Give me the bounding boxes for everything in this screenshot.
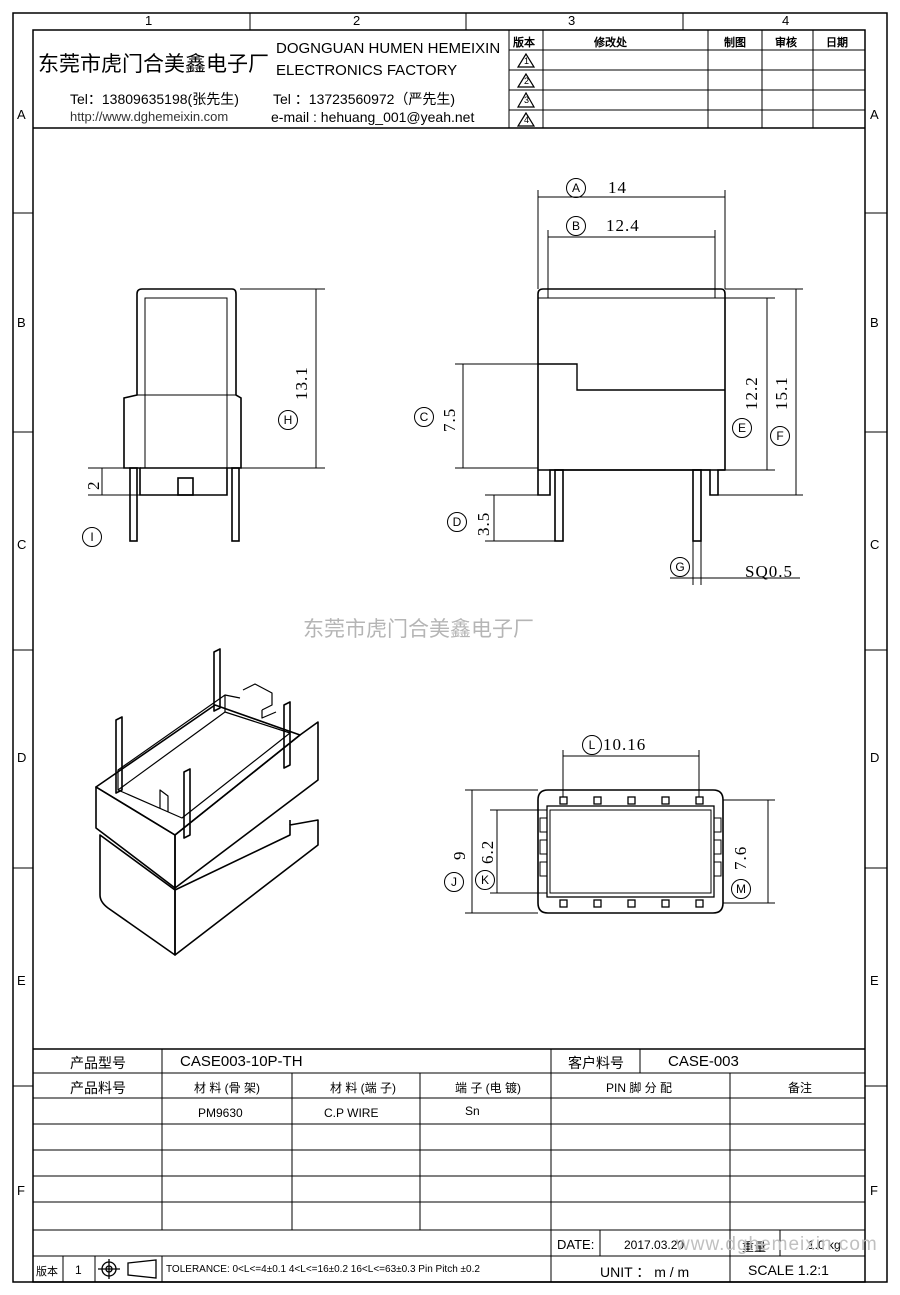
product-model-label: 产品型号 [70, 1055, 126, 1071]
version-value: 1 [75, 1263, 82, 1277]
dim-label-l: L [582, 735, 602, 755]
zone-row-c-left: C [17, 537, 27, 552]
zone-row-f-left: F [17, 1183, 25, 1198]
col-remarks: 备注 [788, 1081, 813, 1095]
revision-marker-1: 1 [523, 56, 529, 66]
dim-value-h: 13.1 [292, 366, 311, 400]
tolerance-text: TOLERANCE: 0<L<=4±0.1 4<L<=16±0.2 16<L<=… [166, 1264, 480, 1275]
dim-value-k: 6.2 [478, 839, 497, 864]
contact-tel-1: Tel：13809635198(张先生) [70, 91, 239, 107]
dim-value-i: 2 [84, 480, 103, 491]
dim-label-d: D [447, 512, 467, 532]
zone-row-f-right: F [870, 1183, 878, 1198]
company-name-cn: 东莞市虎门合美鑫电子厂 [38, 52, 269, 76]
version-label: 版本 [36, 1266, 58, 1278]
contact-email[interactable]: e-mail : hehuang_001@yeah.net [271, 109, 475, 125]
rev-header-version: 版本 [513, 37, 535, 49]
unit-text: UNIT ： m / m [600, 1264, 690, 1280]
dim-label-m: M [731, 879, 751, 899]
material-pin-value: C.P WIRE [324, 1106, 379, 1120]
zone-row-e-right: E [870, 973, 879, 988]
revision-marker-4: 4 [523, 115, 529, 125]
customer-part-value: CASE-003 [668, 1053, 739, 1070]
dim-label-e: E [732, 418, 752, 438]
col-material-pin: 材 料 (端 子) [330, 1081, 396, 1095]
zone-col-1: 1 [145, 13, 153, 28]
rev-header-drawn: 制图 [724, 37, 746, 49]
dim-value-g: SQ0.5 [745, 562, 793, 581]
company-name-en-line2: ELECTRONICS FACTORY [276, 62, 458, 79]
dim-label-c: C [414, 407, 434, 427]
dim-label-j: J [444, 872, 464, 892]
dim-value-b: 12.4 [606, 216, 640, 235]
contact-tel-2: Tel ：13723560972（严先生) [273, 91, 456, 107]
product-model-value: CASE003-10P-TH [180, 1053, 303, 1070]
date-value: 2017.03.20 [624, 1238, 685, 1252]
revision-marker-2: 2 [523, 76, 529, 86]
col-pin-plating: 端 子 (电 镀) [455, 1081, 521, 1095]
date-label: DATE: [557, 1237, 595, 1252]
product-part-label: 产品料号 [70, 1080, 126, 1096]
dim-value-e: 12.2 [742, 376, 761, 410]
material-frame-value: PM9630 [198, 1106, 243, 1120]
zone-row-b-left: B [17, 315, 26, 330]
col-material-frame: 材 料 (骨 架) [194, 1081, 260, 1095]
dim-label-f: F [770, 426, 790, 446]
zone-row-e-left: E [17, 973, 26, 988]
zone-row-d-right: D [870, 750, 880, 765]
zone-row-a-right: A [870, 107, 879, 122]
website-link[interactable]: http://www.dghemeixin.com [70, 109, 229, 124]
rev-header-change: 修改处 [594, 37, 627, 49]
dim-label-h: H [278, 410, 298, 430]
dim-value-c: 7.5 [440, 407, 459, 432]
dim-value-m: 7.6 [731, 845, 750, 870]
zone-col-2: 2 [353, 13, 361, 28]
dim-label-g: G [670, 557, 690, 577]
dim-label-i: I [82, 527, 102, 547]
dim-value-f: 15.1 [772, 376, 791, 410]
dim-label-k: K [475, 870, 495, 890]
projection-symbol-icon [98, 1259, 157, 1279]
scale-text: SCALE 1.2:1 [748, 1262, 829, 1278]
col-pin-assign: PIN 脚 分 配 [606, 1081, 673, 1095]
revision-marker-3: 3 [523, 95, 529, 105]
rev-header-checked: 审核 [775, 37, 797, 49]
dim-label-b: B [566, 216, 586, 236]
dim-value-a: 14 [608, 178, 627, 197]
watermark-text: 东莞市虎门合美鑫电子厂 [303, 617, 534, 641]
company-name-en-line1: DOGNGUAN HUMEN HEMEIXIN [276, 40, 501, 57]
bottom-watermark: www.dghemeixin.com [676, 1234, 878, 1255]
weight-label: 重量 [742, 1240, 767, 1254]
pin-plating-value: Sn [465, 1104, 480, 1118]
zone-col-3: 3 [568, 13, 576, 28]
dim-value-j: 9 [450, 850, 469, 861]
zone-row-a-left: A [17, 107, 26, 122]
zone-col-4: 4 [782, 13, 790, 28]
dim-label-a: A [566, 178, 586, 198]
weight-value: 1.0 kg [808, 1238, 841, 1252]
rev-header-date: 日期 [826, 37, 848, 49]
dim-value-d: 3.5 [474, 511, 493, 536]
customer-part-label: 客户料号 [568, 1055, 624, 1071]
zone-row-b-right: B [870, 315, 879, 330]
zone-row-d-left: D [17, 750, 27, 765]
zone-row-c-right: C [870, 537, 880, 552]
dim-value-l: 10.16 [603, 735, 647, 754]
